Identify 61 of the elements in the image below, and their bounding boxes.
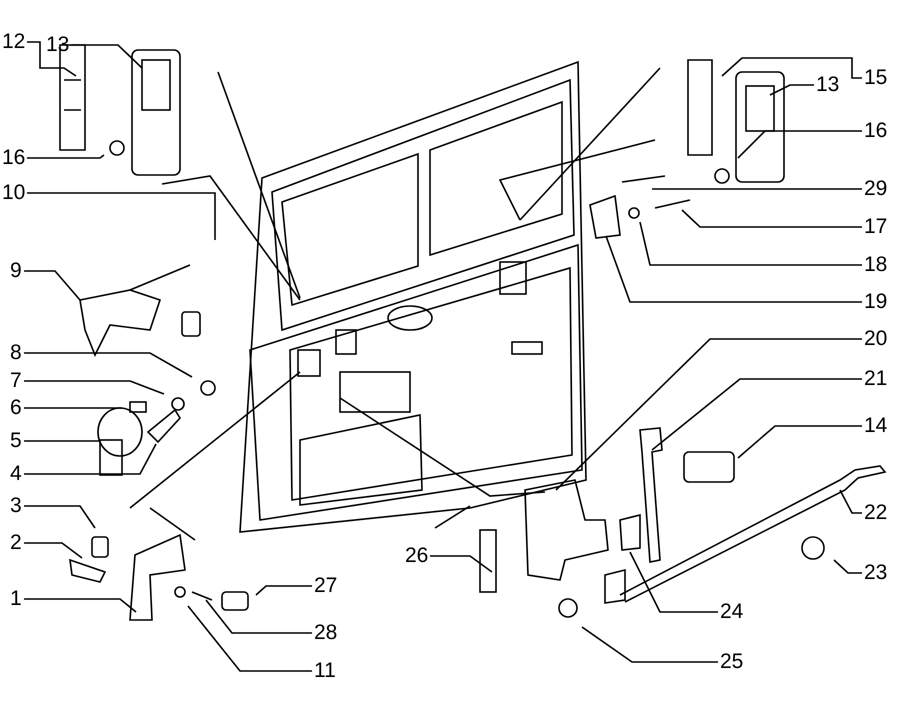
leader-line: [555, 338, 862, 491]
callout-number: 8: [10, 342, 22, 364]
callout-number: 6: [10, 397, 22, 419]
leader-line: [737, 425, 862, 459]
callout-number: 24: [720, 601, 744, 623]
callout-number: 7: [10, 370, 22, 392]
callout-number: 27: [314, 575, 338, 597]
leader-line: [681, 209, 862, 228]
leader-line: [255, 585, 312, 596]
leader-line: [770, 84, 814, 96]
callout-number: 5: [10, 430, 22, 452]
leader-line: [737, 130, 862, 159]
leader-line: [24, 407, 122, 409]
leader-line: [839, 490, 862, 514]
callout-number: 20: [864, 328, 888, 350]
callout-number: 23: [864, 562, 888, 584]
callout-number: 29: [864, 178, 888, 200]
leader-line: [721, 57, 862, 79]
leader-line: [605, 236, 862, 303]
callout-number: 15: [864, 67, 888, 89]
callout-number: 19: [864, 291, 888, 313]
leader-line: [24, 270, 81, 301]
callout-number: 17: [864, 216, 888, 238]
leader-line: [27, 192, 216, 240]
leader-line: [629, 552, 718, 613]
leader-line: [24, 505, 96, 528]
leader-line: [652, 378, 862, 451]
leader-line: [27, 41, 76, 77]
callout-number: 26: [405, 545, 428, 567]
callout-number: 3: [10, 495, 22, 517]
callout-number: 28: [314, 622, 338, 644]
leader-line: [582, 626, 718, 663]
callout-number: 25: [720, 651, 744, 673]
leader-line: [24, 444, 157, 475]
callout-number: 12: [2, 31, 26, 53]
callout-number: 4: [10, 463, 22, 485]
leader-line: [24, 380, 164, 395]
callout-number: 22: [864, 502, 888, 524]
callout-number: 21: [864, 368, 888, 390]
leader-line: [430, 555, 492, 573]
callout-number: 14: [864, 415, 888, 437]
leader-line: [187, 606, 312, 672]
callout-number: 9: [10, 260, 22, 282]
leader-line: [27, 154, 104, 159]
leader-line: [639, 222, 862, 266]
callout-number: 16: [864, 120, 888, 142]
leader-line: [833, 559, 862, 574]
leader-line: [205, 600, 312, 634]
callout-number: 10: [2, 182, 26, 204]
leader-line: [24, 542, 82, 559]
leader-line: [24, 598, 136, 613]
callout-number: 16: [2, 147, 26, 169]
callout-number: 18: [864, 254, 888, 276]
leader-line: [652, 188, 862, 190]
callout-number: 13: [816, 74, 840, 96]
leader-line: [24, 440, 100, 442]
leader-line: [24, 352, 192, 378]
leader-line: [71, 44, 143, 69]
callout-number: 1: [10, 588, 22, 610]
callout-number: 2: [10, 532, 22, 554]
callout-number: 11: [314, 660, 336, 682]
